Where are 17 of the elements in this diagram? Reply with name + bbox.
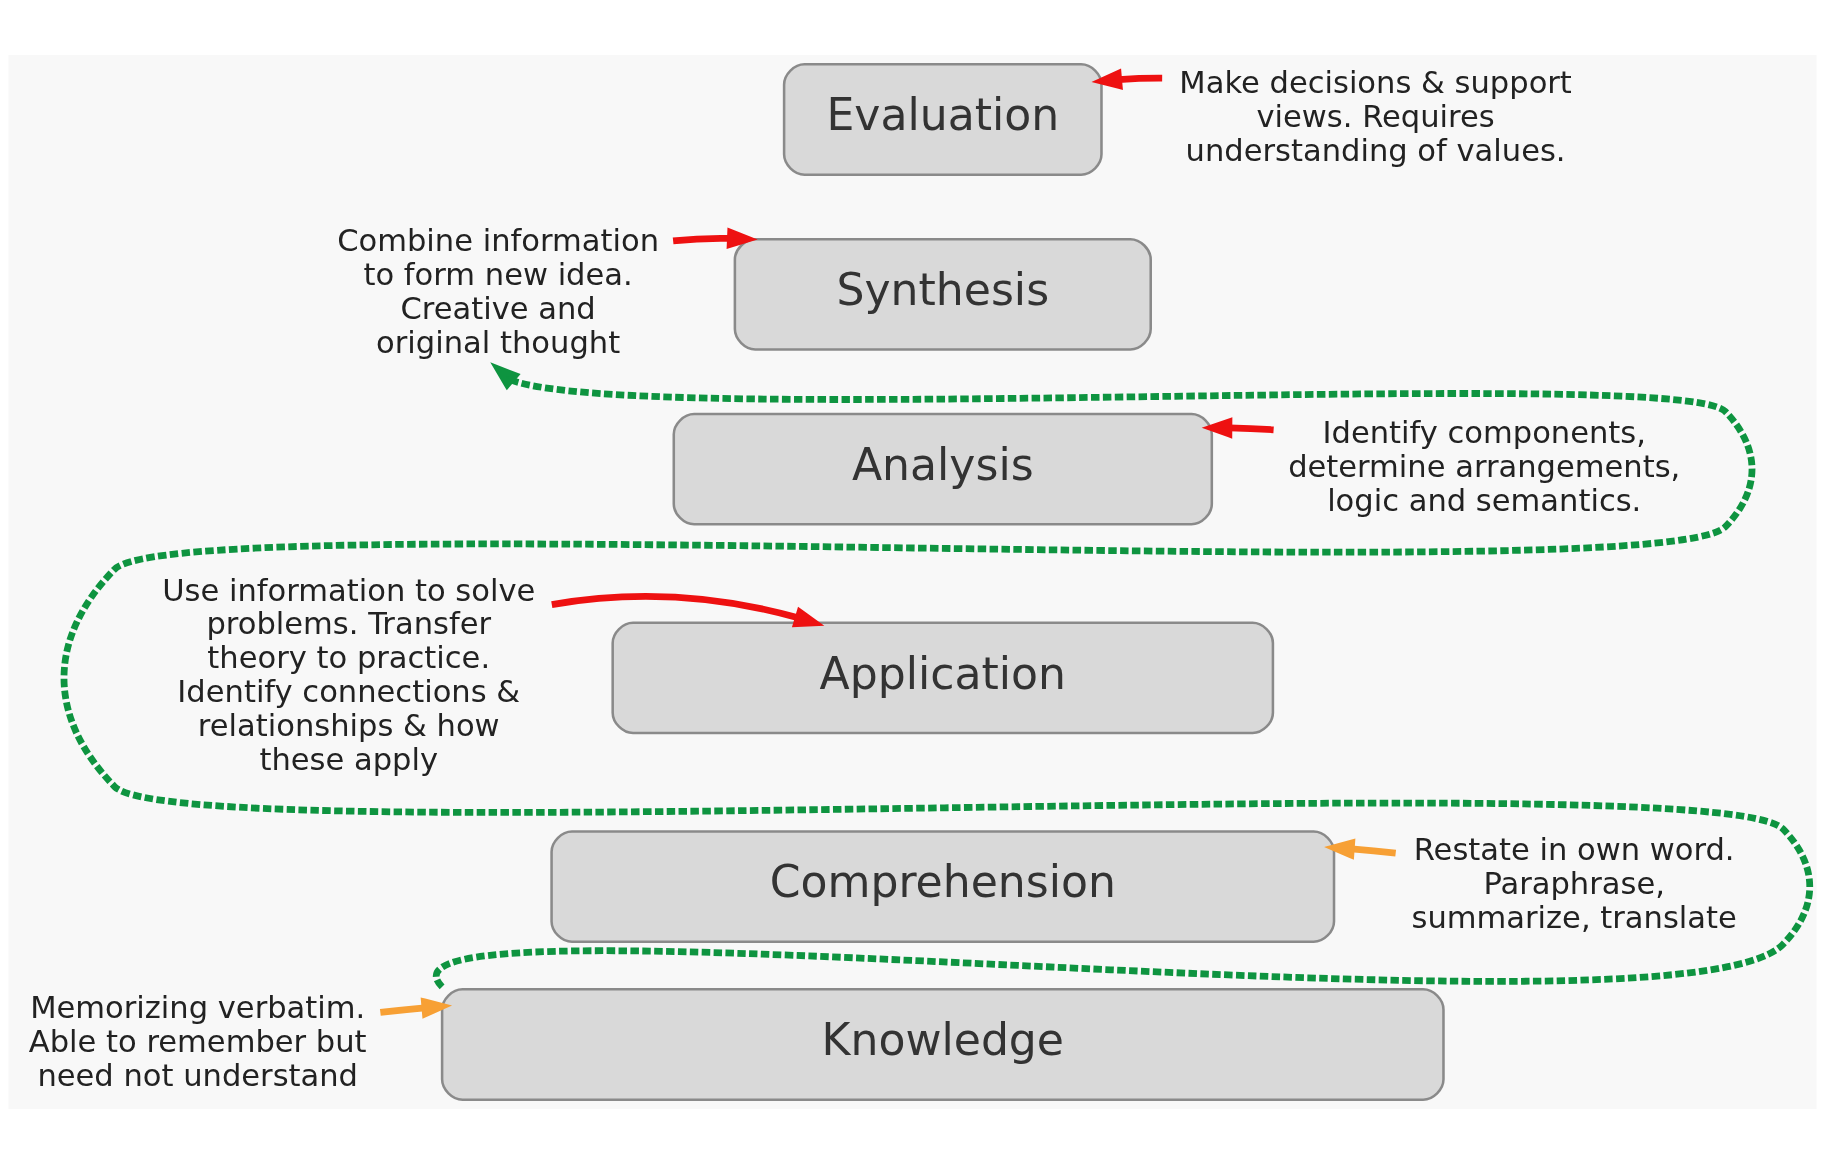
node-box: Application — [611, 620, 1275, 734]
node-text: Memorizing verbatim. Able to remember but need not understand — [28, 989, 367, 1093]
arrow — [672, 227, 758, 249]
arrow — [1324, 837, 1397, 860]
node-text: Make decisions & support views. Requires understanding of values. — [1179, 64, 1572, 168]
node-text: Use information to solve problems. Transfer theory to practice. Identify connections & relationships & how these apply — [162, 572, 536, 777]
node-box: Knowledge — [440, 987, 1445, 1101]
node-box: Evaluation — [782, 62, 1103, 176]
arrow — [379, 996, 453, 1019]
node-text: Identify components, determine arrangements, logic and semantics. — [1288, 414, 1681, 518]
node-box: Synthesis — [733, 237, 1152, 351]
node-text: Restate in own word. Paraphrase, summarize, translate — [1411, 831, 1737, 935]
node-text: Combine information to form new idea. Creative and original thought — [337, 222, 660, 360]
arrow — [551, 592, 825, 627]
node-box: Analysis — [672, 412, 1214, 526]
node-box: Comprehension — [550, 829, 1336, 943]
arrow — [1091, 68, 1163, 90]
